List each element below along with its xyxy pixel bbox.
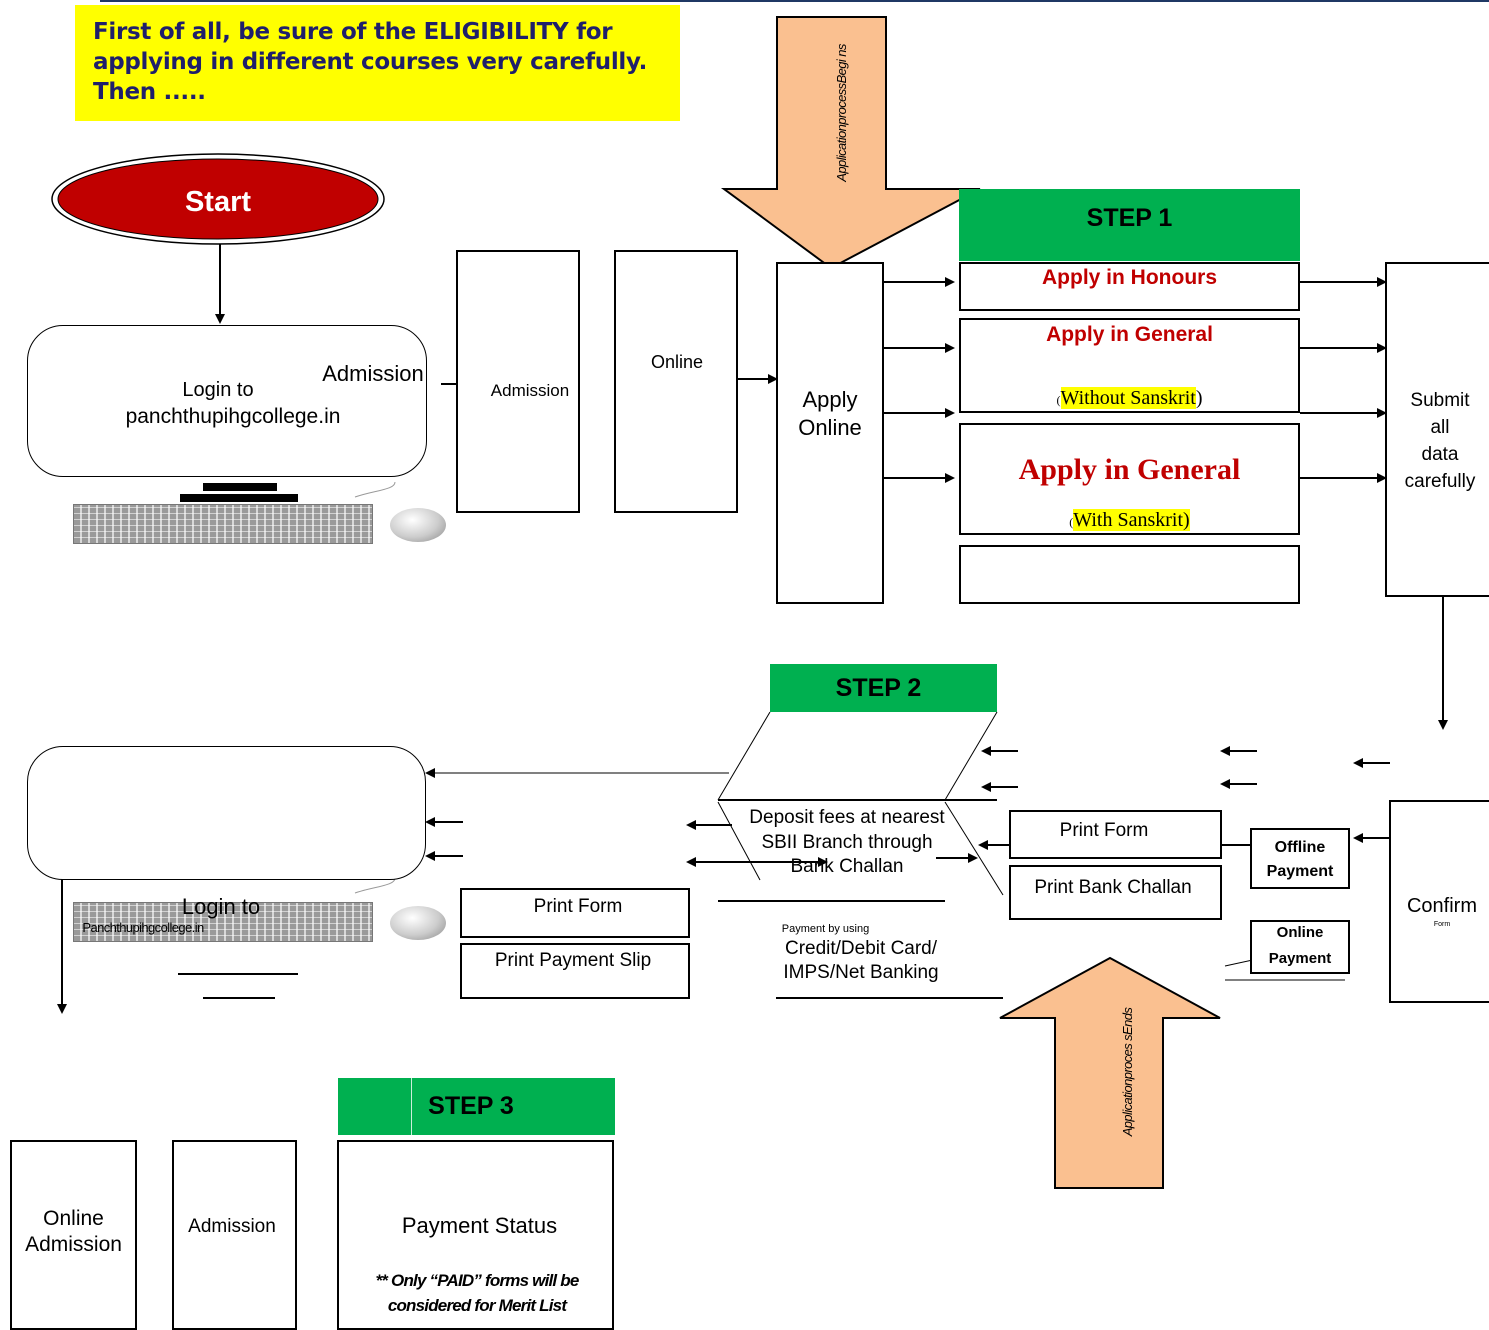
process-ends-text: Applicationproces sEnds <box>1120 1007 1135 1137</box>
process-begins-text: ApplicationprocessBegi ns <box>834 44 849 182</box>
offline-payment-box <box>1250 828 1350 889</box>
submit-box <box>1385 262 1489 597</box>
monitor-stand <box>203 483 277 491</box>
step1-banner <box>959 189 1300 261</box>
mouse-icon-2 <box>390 906 446 940</box>
empty-option-box <box>959 545 1300 604</box>
print-form-right-label: Print Form <box>1059 820 1149 841</box>
payment-by-using: Payment by using <box>781 923 870 935</box>
print-slip-label: Print Payment Slip <box>494 950 652 971</box>
card-payment-text: Credit/Debit Card/ IMPS/Net Banking <box>783 938 939 983</box>
print-challan-label: Print Bank Challan <box>1034 877 1192 898</box>
start-label: Start <box>184 186 252 218</box>
without-sanskrit-label: Without Sanskrit <box>1060 387 1196 409</box>
general-without-label: Apply in General <box>1046 323 1213 346</box>
print-challan-box <box>1009 865 1222 920</box>
process-begins-arrow <box>720 16 981 270</box>
start-oval-fill <box>57 158 379 240</box>
paren-open: ( <box>1056 393 1061 407</box>
confirm-label: Confirm <box>1406 895 1477 917</box>
admission-bottom-label: Admission <box>188 1216 276 1237</box>
login-to-text: Login to <box>182 379 254 401</box>
admission-box <box>456 250 580 513</box>
without-sanskrit-line: (Without Sanskrit) <box>959 386 1300 411</box>
print-form-left-label: Print Form <box>533 896 623 917</box>
confirm-sub: Form <box>1433 921 1451 928</box>
honours-label: Apply in Honours <box>1042 266 1217 289</box>
step3-label: STEP 3 <box>428 1092 514 1120</box>
with-sanskrit-line: (With Sanskrit) <box>959 508 1300 533</box>
login-site-text: panchthupihgcollege.in <box>125 405 341 428</box>
keyboard-icon <box>73 504 373 544</box>
merit-note: ** Only “PAID” forms will be considered … <box>375 1271 579 1315</box>
print-form-left-box <box>460 888 690 938</box>
top-rule <box>100 0 1489 2</box>
login2-site-text: Panchthupihgcollege.in <box>82 920 204 935</box>
deposit-text: Deposit fees at nearest SBII Branch thro… <box>749 807 945 877</box>
with-sanskrit-label: With Sanskrit) <box>1073 509 1190 531</box>
login2-monitor <box>27 746 426 880</box>
general-with-label: Apply in General <box>1018 453 1241 486</box>
paren-open-2: ( <box>1069 515 1074 529</box>
step2-banner <box>770 664 997 712</box>
eligibility-note-text: First of all, be sure of the ELIGIBILITY… <box>93 19 648 105</box>
eligibility-note: First of all, be sure of the ELIGIBILITY… <box>75 5 680 121</box>
paren-close: ) <box>1195 387 1203 409</box>
offline-payment-label: Offline Payment <box>1266 839 1334 880</box>
monitor-base <box>180 494 298 502</box>
online-payment-label: Online Payment <box>1268 924 1332 967</box>
admission-label: Admission <box>490 381 570 400</box>
process-ends-arrow <box>999 956 1221 1189</box>
payment-status-label: Payment Status <box>401 1213 558 1238</box>
apply-online-box <box>776 262 884 604</box>
keyboard-icon-2 <box>73 902 373 942</box>
apply-online-label: Apply Online <box>798 387 862 440</box>
online-admission-label: Online Admission <box>25 1207 122 1256</box>
online-box <box>614 250 738 513</box>
print-form-right-box <box>1009 810 1222 859</box>
login2-to-text: Login to <box>181 894 261 919</box>
honours-box <box>959 262 1300 311</box>
online-payment-box <box>1250 920 1350 974</box>
online-label: Online <box>650 352 704 372</box>
print-slip-box <box>460 943 690 999</box>
mouse-icon <box>390 508 446 542</box>
login-monitor <box>27 325 427 477</box>
step2-label: STEP 2 <box>835 674 922 702</box>
step3-banner <box>338 1078 615 1135</box>
confirm-box <box>1389 800 1489 1003</box>
step3-divider <box>411 1078 412 1135</box>
online-admission-box <box>10 1140 137 1330</box>
login-admission-text: Admission <box>322 361 424 386</box>
step1-label: STEP 1 <box>1086 204 1173 232</box>
submit-label: Submit all data carefully <box>1404 390 1476 492</box>
